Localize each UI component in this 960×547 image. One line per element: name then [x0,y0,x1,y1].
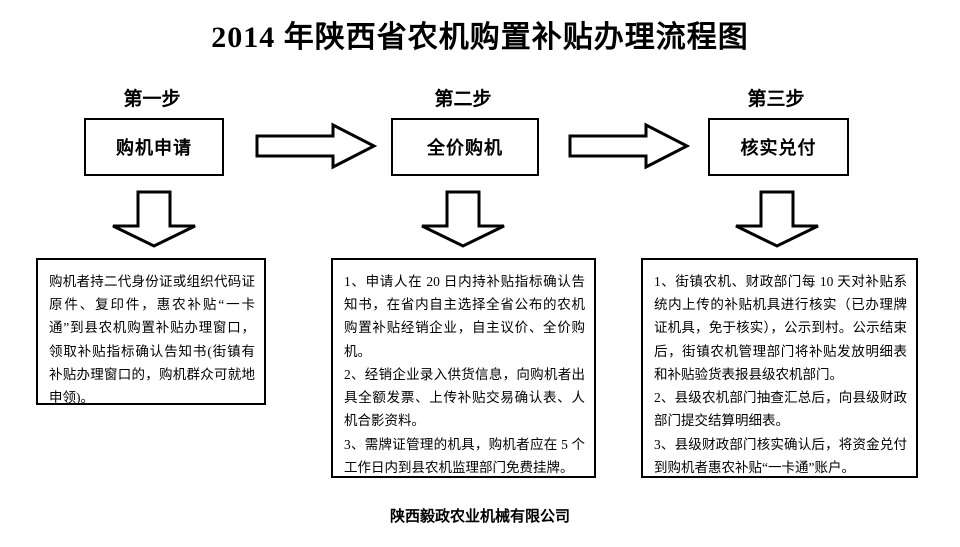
down-arrow-icon-step2 [419,190,507,248]
right-arrow-icon-step1-to-step2 [255,122,377,170]
down-arrow-icon-step1 [110,190,198,248]
stage-box-3[interactable]: 核实兑付 [708,118,849,176]
down-arrow-icon-step3 [733,190,821,248]
step-caption-1: 第一步 [123,89,181,110]
stage-box-1[interactable]: 购机申请 [84,118,224,176]
stage-box-2[interactable]: 全价购机 [391,118,539,176]
detail-box-step3: 1、街镇农机、财政部门每 10 天对补贴系统内上传的补贴机具进行核实（已办理牌证… [641,258,918,478]
detail-box-step2: 1、申请人在 20 日内持补贴指标确认告知书，在省内自主选择全省公布的农机购置补… [331,258,596,478]
step-caption-3: 第三步 [747,89,805,110]
step-caption-2: 第二步 [434,89,492,110]
footer-company-name: 陕西毅政农业机械有限公司 [389,508,570,525]
page-title: 2014 年陕西省农机购置补贴办理流程图 [211,21,749,54]
detail-text-step3: 1、街镇农机、财政部门每 10 天对补贴系统内上传的补贴机具进行核实（已办理牌证… [654,274,907,475]
stage-box-2-label: 全价购机 [427,138,503,158]
detail-box-step1: 购机者持二代身份证或组织代码证原件、复印件，惠农补贴“一卡通”到县农机购置补贴办… [36,258,266,405]
detail-text-step2: 1、申请人在 20 日内持补贴指标确认告知书，在省内自主选择全省公布的农机购置补… [344,274,585,475]
stage-box-1-label: 购机申请 [116,138,192,158]
right-arrow-icon-step2-to-step3 [568,122,690,170]
stage-box-3-label: 核实兑付 [740,138,817,158]
detail-text-step1: 购机者持二代身份证或组织代码证原件、复印件，惠农补贴“一卡通”到县农机购置补贴办… [49,274,255,406]
